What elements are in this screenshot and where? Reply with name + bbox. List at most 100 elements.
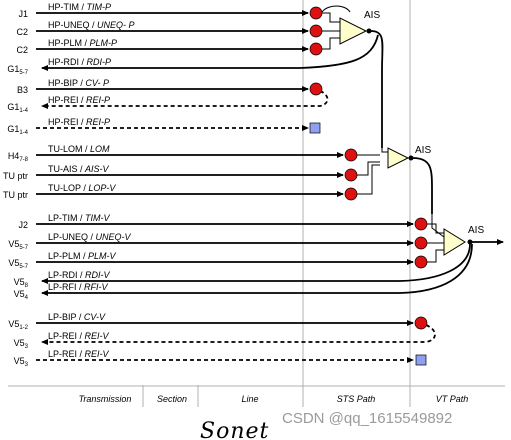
lp-row-6-signal-label: LP-REI / REI-V	[48, 331, 110, 341]
hp-row-6-left-main: G1	[7, 124, 19, 134]
hp-row-6-left-sub: 1-4	[19, 130, 28, 136]
tu-ais-gate	[387, 147, 410, 169]
lp-row-7-name: LP-REI	[48, 349, 77, 359]
hp-wire-top	[321, 5, 351, 13]
hp-ais-gate	[339, 17, 368, 45]
lp-wire-1	[427, 223, 444, 234]
lp-row-4-separator: /	[77, 282, 85, 292]
hp-row-5-left-label: G11-4	[7, 102, 28, 114]
hp-row-2-left-label: C2	[16, 45, 28, 55]
lp-row-7-left-label: V53	[14, 356, 29, 368]
tu-row-0-left-sub: 7-8	[19, 157, 28, 163]
lp-row-7-separator: /	[77, 349, 85, 359]
lp-row-7-alt: REI-V	[85, 349, 110, 359]
lp-row-6-alt: REI-V	[85, 331, 110, 341]
lp-row-5-separator: /	[76, 312, 84, 322]
lp-row-2-left-label: V55-7	[8, 258, 28, 270]
column-label-0: Transmission	[79, 394, 132, 404]
hp-row-5-name: HP-REI	[48, 95, 79, 105]
lp-row-4-left-main: V5	[14, 289, 25, 299]
hp-row-6-signal-label: HP-REI / REI-P	[48, 117, 110, 127]
hp-row-3-alt: RDI-P	[87, 57, 112, 67]
lp-row-0-separator: /	[78, 213, 86, 223]
hp-row-5-separator: /	[79, 95, 87, 105]
lp-gate-node	[467, 239, 473, 245]
hp-wire-3	[322, 37, 340, 50]
lp-row-2-name: LP-PLM	[48, 251, 81, 261]
hp-row-2-alt: PLM-P	[90, 38, 118, 48]
tu-row-0-left-main: H4	[8, 151, 20, 161]
lp-section: AIS	[36, 214, 504, 366]
lp-row-0-left-label: J2	[18, 220, 28, 230]
hp-row-4-separator: /	[78, 78, 86, 88]
tu-wire-3	[357, 164, 380, 195]
lp-row-3-alt: RDI-V	[85, 270, 110, 280]
hp-row-4-alt: CV- P	[85, 78, 109, 88]
hp-row-4-left-main: B3	[17, 85, 28, 95]
hp-row-0-alt: TIM-P	[87, 2, 112, 12]
lp-wire-3	[427, 249, 444, 263]
tu-row-1-name: TU-AIS	[48, 164, 78, 174]
lp-row-5-signal-label: LP-BIP / CV-V	[48, 312, 106, 322]
hp-gate-output	[370, 30, 384, 148]
hp-row-3-name: HP-RDI	[48, 57, 79, 67]
tu-lom-detector	[344, 148, 358, 162]
hp-row-1-left-label: C2	[16, 27, 28, 37]
tu-row-2-separator: /	[81, 183, 89, 193]
lp-row-6-left-main: V5	[14, 338, 25, 348]
hp-row-3-signal-label: HP-RDI / RDI-P	[48, 57, 111, 67]
lp-row-4-left-label: V54	[14, 289, 29, 301]
hp-row-0-left-label: J1	[18, 9, 28, 19]
hp-row-2-signal-label: HP-PLM / PLM-P	[48, 38, 117, 48]
hp-rei-terminal	[309, 122, 321, 134]
lp-row-0-name: LP-TIM	[48, 213, 78, 223]
lp-row-5-name: LP-BIP	[48, 312, 77, 322]
hp-tim-detector	[309, 6, 323, 20]
lp-row-0-alt: TIM-V	[85, 213, 110, 223]
lp-row-4-name: LP-RFI	[48, 282, 77, 292]
tu-ais-detector	[344, 168, 358, 182]
tu-row-1-separator: /	[78, 164, 86, 174]
hp-rdi-line	[41, 34, 379, 71]
lp-row-5-alt: CV-V	[84, 312, 106, 322]
lp-row-3-separator: /	[78, 270, 86, 280]
hp-gate-label: AIS	[364, 10, 380, 21]
lp-row-7-left-sub: 3	[25, 362, 29, 368]
hp-row-5-alt: REI-P	[86, 95, 110, 105]
hp-gate-node	[366, 28, 372, 34]
lp-rfi-line	[41, 243, 473, 296]
hp-row-3-separator: /	[79, 57, 87, 67]
hp-row-5-signal-label: HP-REI / REI-P	[48, 95, 110, 105]
hp-row-4-name: HP-BIP	[48, 78, 78, 88]
hp-row-1-separator: /	[90, 20, 98, 30]
lp-row-4-left-sub: 4	[25, 295, 29, 301]
tu-row-0-left-label: H47-8	[8, 151, 29, 163]
lp-row-3-signal-label: LP-RDI / RDI-V	[48, 270, 111, 280]
hp-row-0-separator: /	[79, 2, 87, 12]
tu-gate-output	[412, 157, 433, 214]
lp-bip-detector	[414, 316, 428, 330]
lp-row-1-signal-label: LP-UNEQ / UNEQ-V	[48, 232, 132, 242]
lp-row-1-left-sub: 5-7	[19, 245, 28, 251]
tu-wire-2	[357, 161, 380, 176]
lp-ais-gate	[443, 228, 466, 256]
tu-lop-detector	[344, 187, 358, 201]
lp-tim-detector	[414, 217, 428, 231]
lp-row-3-left-label: V58	[14, 277, 29, 289]
lp-rei-terminal	[415, 354, 427, 366]
lp-rdi-line	[41, 243, 471, 284]
tu-gate-node	[408, 155, 414, 161]
lp-gate-label: AIS	[468, 225, 484, 236]
lp-row-2-separator: /	[81, 251, 89, 261]
lp-row-3-left-sub: 8	[25, 283, 29, 289]
tu-row-2-left-main: TU ptr	[3, 190, 28, 200]
lp-row-1-left-main: V5	[8, 239, 19, 249]
lp-row-2-left-main: V5	[8, 258, 19, 268]
hp-bip-detector	[309, 82, 323, 96]
hp-row-6-name: HP-REI	[48, 117, 79, 127]
tu-row-1-signal-label: TU-AIS / AIS-V	[48, 164, 110, 174]
hp-row-5-left-main: G1	[7, 102, 19, 112]
